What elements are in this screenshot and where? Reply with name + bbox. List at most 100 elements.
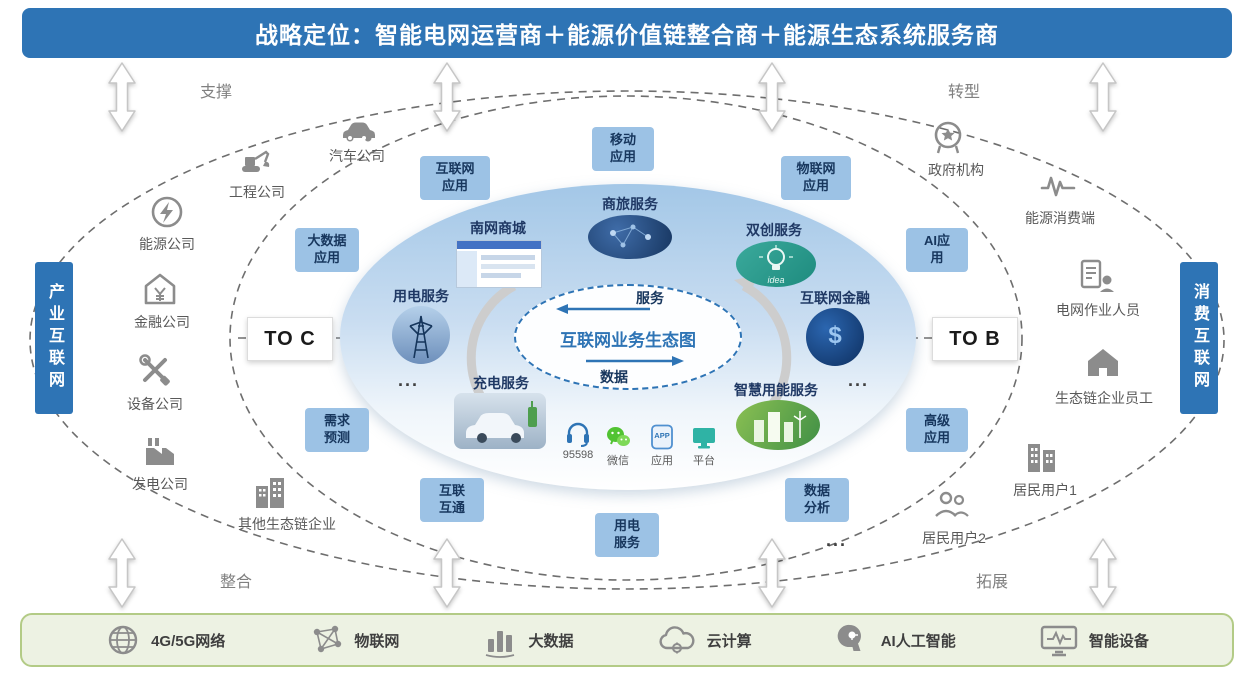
idea-text: idea bbox=[767, 275, 785, 285]
corner-label-transform: 转型 bbox=[948, 84, 981, 101]
wechat-icon bbox=[605, 424, 631, 455]
side-label-industrial-internet: 产业互联网 bbox=[35, 262, 73, 414]
pill-power-service: 用电 服务 bbox=[595, 513, 659, 557]
tools-icon bbox=[137, 354, 173, 393]
double-arrow-icon bbox=[108, 538, 136, 608]
ai-head-icon bbox=[835, 622, 871, 658]
to-b-box: TO B bbox=[932, 317, 1018, 361]
smart-energy-image bbox=[736, 400, 820, 450]
entity-label-equipment-company: 设备公司 bbox=[127, 396, 183, 412]
tech-item-4g5g: 4G/5G网络 bbox=[105, 622, 225, 658]
service-label-travel: 商旅服务 bbox=[602, 196, 658, 212]
ellipsis-right: ... bbox=[848, 370, 870, 390]
platform-monitor-icon bbox=[691, 424, 717, 455]
waveform-icon bbox=[1040, 172, 1076, 205]
double-arrow-icon bbox=[758, 62, 786, 132]
finance-image: $ bbox=[806, 308, 864, 366]
tech-item-device: 智能设备 bbox=[1039, 623, 1149, 657]
to-c-box: TO C bbox=[247, 317, 333, 361]
tech-label-bigdata: 大数据 bbox=[528, 632, 574, 650]
power-use-image bbox=[392, 306, 450, 364]
entity-label-generation-company: 发电公司 bbox=[132, 476, 188, 492]
innovation-image: idea bbox=[736, 241, 816, 287]
tech-label-iot: 物联网 bbox=[354, 632, 400, 650]
tech-label-cloud: 云计算 bbox=[706, 632, 752, 650]
data-flow-arrow-right-icon bbox=[586, 356, 684, 366]
service-label-smart-energy: 智慧用能服务 bbox=[734, 382, 818, 398]
tech-item-ai: AI人工智能 bbox=[835, 622, 956, 658]
center-title: 互联网业务生态图 bbox=[560, 331, 696, 350]
bar-chart-icon bbox=[482, 622, 518, 658]
tech-label-ai: AI人工智能 bbox=[880, 632, 956, 650]
entity-label-other-ecosystem: 其他生态链企业 bbox=[238, 516, 336, 532]
power-plant-icon bbox=[142, 434, 178, 473]
tech-label-4g5g: 4G/5G网络 bbox=[151, 632, 226, 650]
double-arrow-icon bbox=[433, 538, 461, 608]
entity-label-auto-company: 汽车公司 bbox=[329, 148, 385, 164]
ellipsis-bottom: ... bbox=[826, 530, 848, 550]
corner-label-expand: 拓展 bbox=[976, 574, 1009, 591]
hotline-headset-icon bbox=[564, 419, 592, 452]
tech-item-bigdata: 大数据 bbox=[482, 622, 574, 658]
charging-image bbox=[454, 393, 546, 449]
government-emblem-icon bbox=[930, 120, 966, 161]
flow-label-data: 数据 bbox=[600, 369, 628, 385]
entity-label-resident-1: 居民用户1 bbox=[1013, 482, 1077, 498]
finance-house-icon bbox=[142, 272, 178, 311]
side-label-consumer-internet: 消费互联网 bbox=[1180, 262, 1218, 414]
pill-ai-app: AI应 用 bbox=[906, 228, 968, 272]
service-label-finance: 互联网金融 bbox=[800, 290, 870, 306]
pill-data-analysis: 数据 分析 bbox=[785, 478, 849, 522]
mall-image bbox=[456, 240, 542, 288]
center-ecosystem-ellipse bbox=[514, 284, 742, 390]
network-nodes-icon bbox=[308, 622, 344, 658]
pill-bigdata-app: 大数据 应用 bbox=[295, 228, 359, 272]
app-icon-text: APP bbox=[654, 431, 670, 440]
excavator-icon bbox=[239, 144, 275, 181]
entity-label-engineering-company: 工程公司 bbox=[229, 184, 285, 200]
technology-bar: 4G/5G网络 物联网 大数据 云计算 AI人工智能 bbox=[20, 613, 1234, 667]
strategy-banner: 战略定位：智能电网运营商＋能源价值链整合商＋能源生态系统服务商 bbox=[22, 8, 1232, 58]
entity-label-resident-2: 居民用户2 bbox=[922, 530, 986, 546]
tech-item-iot: 物联网 bbox=[308, 622, 399, 658]
channel-label-app: 应用 bbox=[651, 455, 673, 467]
pill-internet-app: 互联网 应用 bbox=[420, 156, 490, 200]
double-arrow-icon bbox=[1089, 538, 1117, 608]
people-icon bbox=[932, 488, 972, 527]
entity-label-finance-company: 金融公司 bbox=[134, 314, 190, 330]
entity-label-government: 政府机构 bbox=[928, 162, 984, 178]
service-label-innovation: 双创服务 bbox=[746, 222, 802, 238]
pill-advanced-app: 高级 应用 bbox=[906, 408, 968, 452]
double-arrow-icon bbox=[758, 538, 786, 608]
entity-label-grid-worker: 电网作业人员 bbox=[1056, 302, 1140, 318]
ellipsis-left: ... bbox=[398, 370, 420, 390]
monitor-pulse-icon bbox=[1039, 623, 1079, 657]
app-icon bbox=[649, 424, 675, 455]
corner-label-integrate: 整合 bbox=[220, 574, 253, 591]
double-arrow-icon bbox=[433, 62, 461, 132]
clipboard-person-icon bbox=[1077, 258, 1117, 299]
tech-item-cloud: 云计算 bbox=[657, 624, 752, 656]
service-label-charging: 充电服务 bbox=[473, 375, 529, 391]
double-arrow-icon bbox=[108, 62, 136, 132]
double-arrow-icon bbox=[1089, 62, 1117, 132]
entity-label-energy-company: 能源公司 bbox=[139, 236, 195, 252]
pill-mobile-app: 移动 应用 bbox=[592, 127, 654, 171]
buildings-icon bbox=[252, 474, 288, 515]
pill-demand-forecast: 需求 预测 bbox=[305, 408, 369, 452]
channel-label-platform: 平台 bbox=[693, 455, 715, 467]
channel-label-95598: 95598 bbox=[562, 449, 594, 461]
channel-label-wechat: 微信 bbox=[607, 455, 629, 467]
travel-image bbox=[588, 215, 672, 259]
service-label-mall: 南网商城 bbox=[470, 220, 526, 236]
pill-iot-app: 物联网 应用 bbox=[781, 156, 851, 200]
house-icon bbox=[1085, 346, 1121, 383]
entity-label-energy-consumer: 能源消费端 bbox=[1025, 210, 1095, 226]
entity-label-ecosystem-employee: 生态链企业员工 bbox=[1055, 390, 1153, 406]
energy-bolt-icon bbox=[149, 194, 185, 235]
car-icon bbox=[339, 116, 375, 149]
apartment-icon bbox=[1022, 436, 1062, 481]
cloud-gear-icon bbox=[657, 624, 697, 656]
pill-interconnect: 互联 互通 bbox=[420, 478, 484, 522]
